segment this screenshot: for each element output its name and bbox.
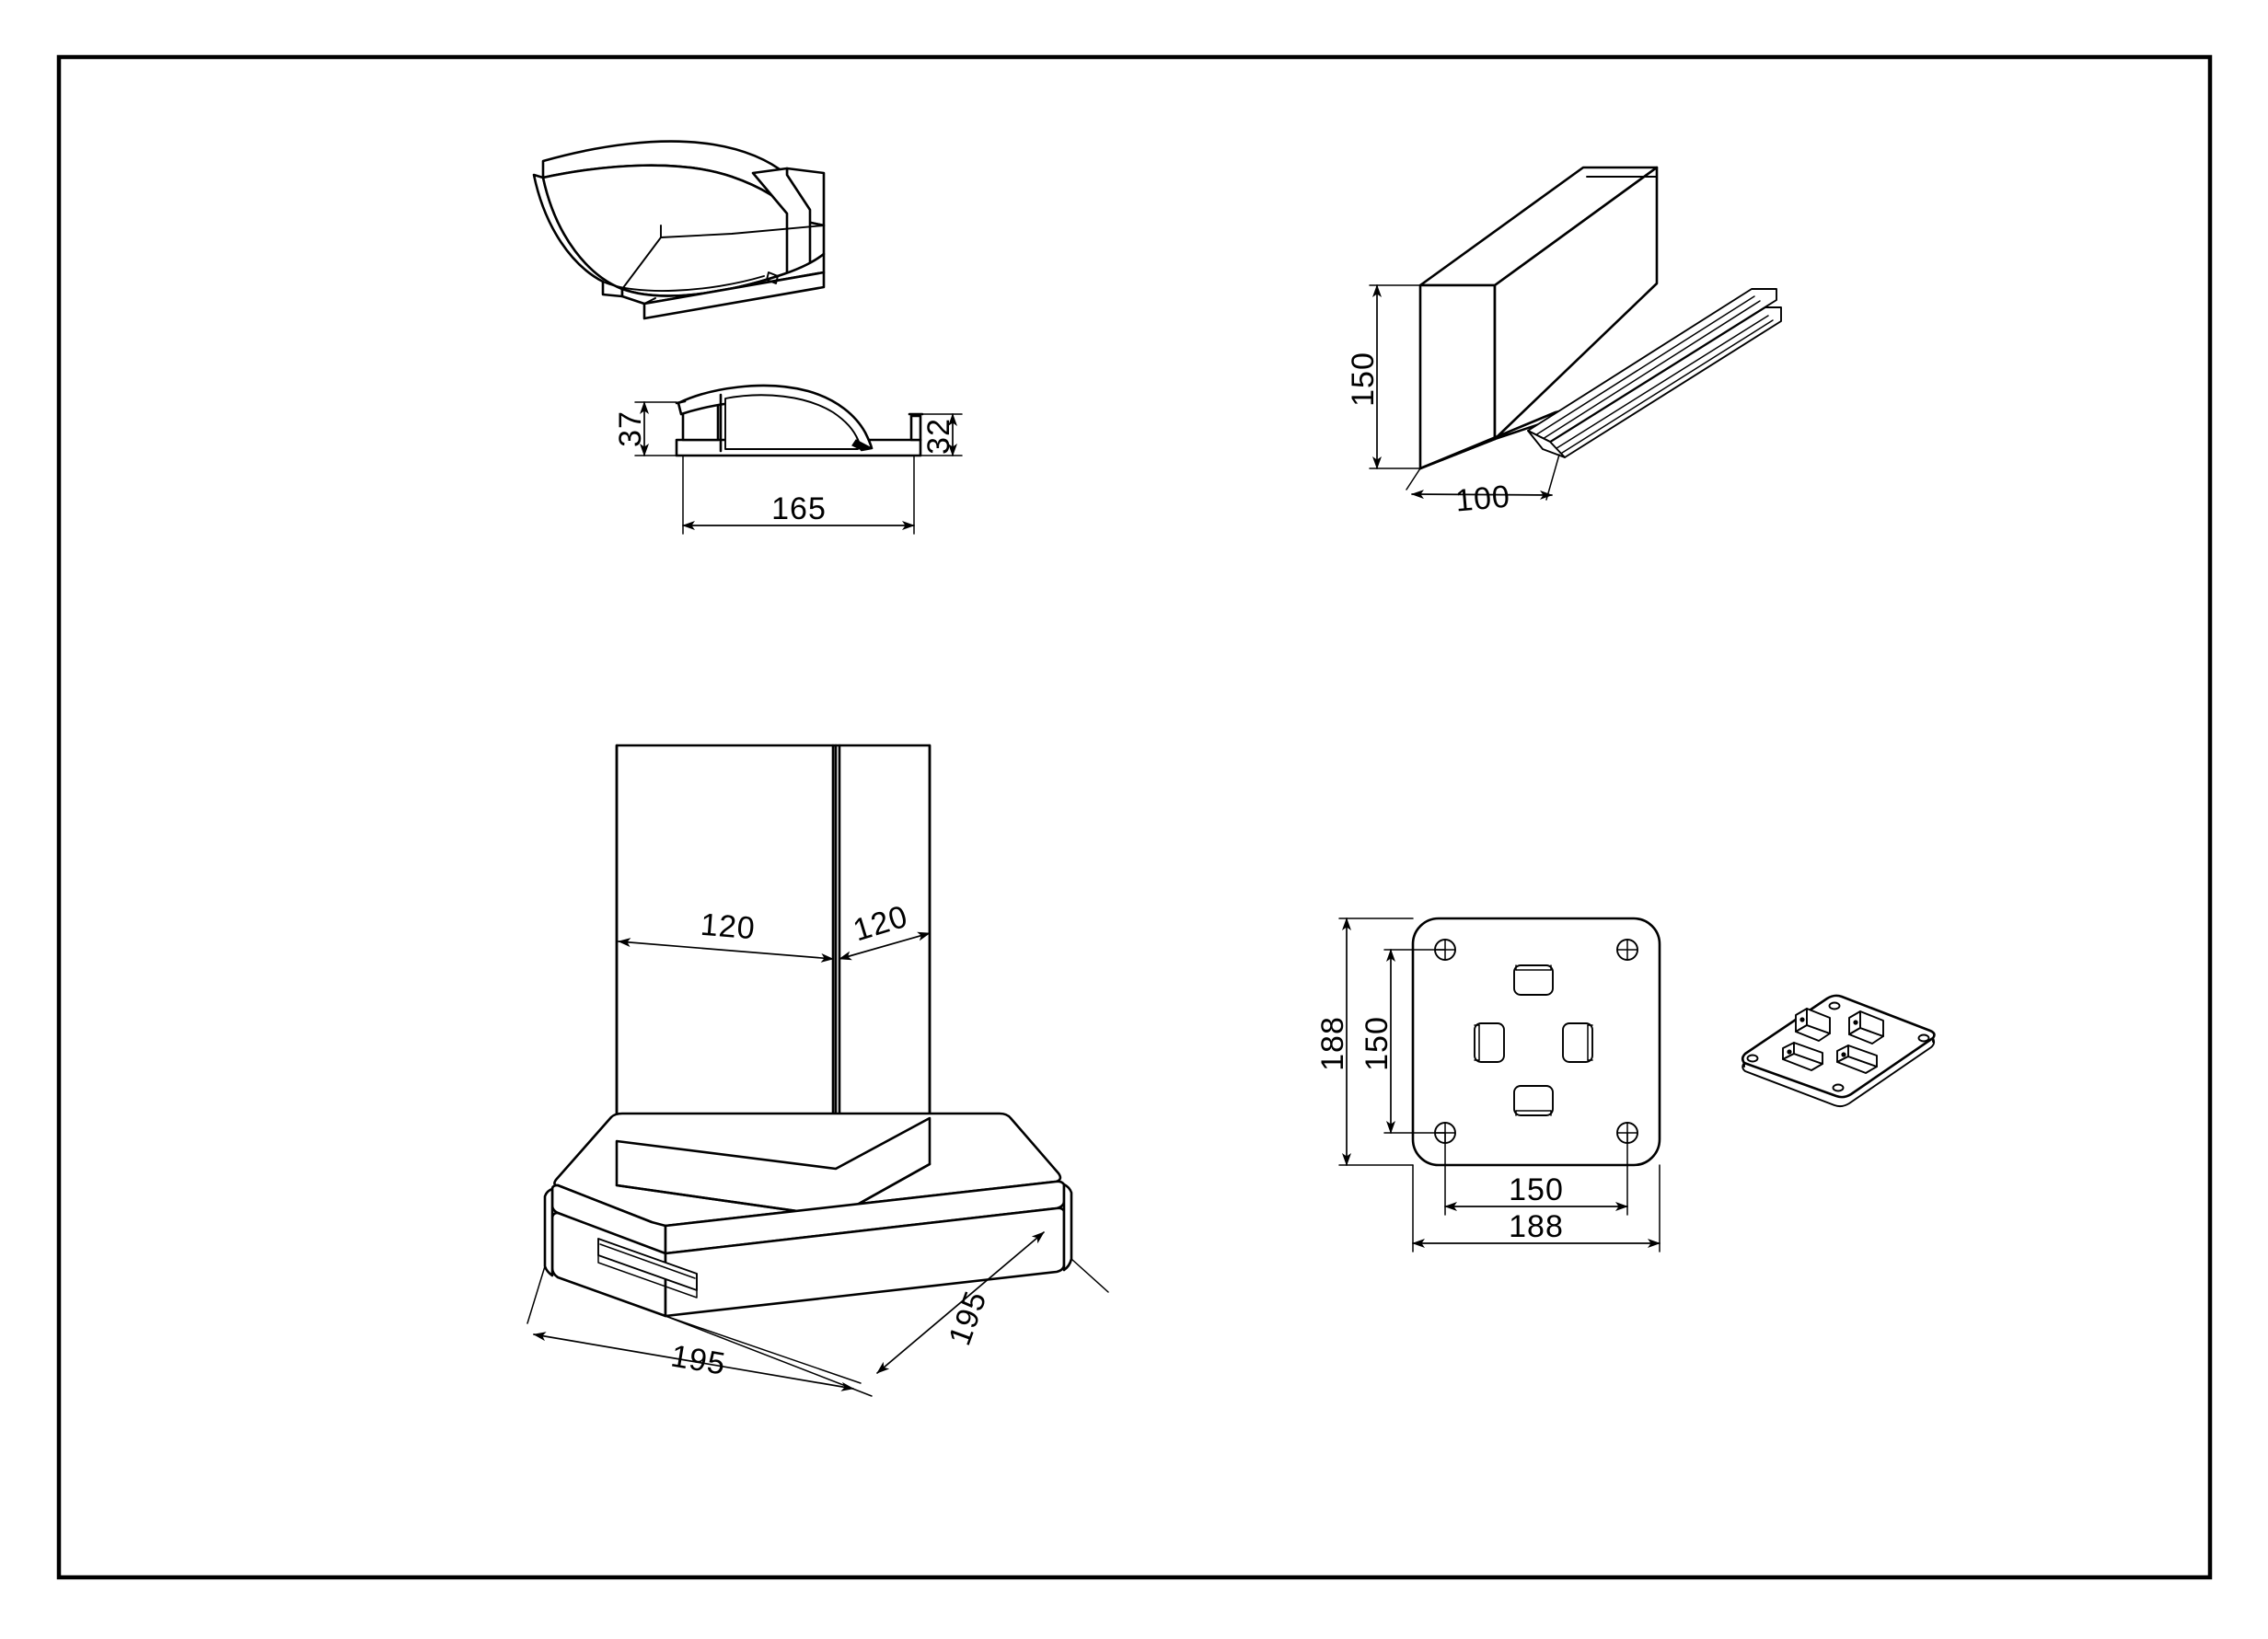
dimension-32: 32 xyxy=(920,413,963,456)
iso-tab-front-right xyxy=(1836,1045,1878,1074)
dimension-188-horizontal: 188 xyxy=(1412,1164,1660,1252)
dimension-label-120-left: 120 xyxy=(700,907,758,947)
dimension-150-horizontal: 150 xyxy=(1444,1132,1628,1216)
dimension-165: 165 xyxy=(682,455,915,535)
iso-hole-right xyxy=(1917,1033,1930,1043)
dimension-label-188-vertical: 188 xyxy=(1315,1016,1350,1071)
dimension-label-195-front: 195 xyxy=(668,1338,728,1381)
center-slot-left xyxy=(1474,1022,1505,1063)
dimension-label-150-vertical: 150 xyxy=(1360,1016,1394,1071)
iso-tab-front-left xyxy=(1782,1042,1823,1071)
dimension-120-left: 120 xyxy=(618,907,834,963)
view-rectangular-tube-isometric: 150 100 xyxy=(1346,166,1782,519)
iso-hole-left xyxy=(1746,1054,1759,1063)
view-base-plate-isometric xyxy=(1741,994,1936,1108)
dimension-100: 100 xyxy=(1406,454,1560,519)
dimension-150-height: 150 xyxy=(1346,284,1421,469)
view-base-plate-plan: 188 150 150 188 xyxy=(1315,917,1661,1252)
dimension-label-188-horizontal: 188 xyxy=(1509,1209,1564,1244)
dimension-label-195-side: 195 xyxy=(943,1287,994,1350)
iso-hole-top xyxy=(1828,1001,1841,1010)
view-cap-cross-section: 37 32 165 xyxy=(613,384,963,535)
dimension-label-150-horizontal: 150 xyxy=(1509,1172,1564,1207)
center-slot-bottom xyxy=(1513,1085,1554,1116)
center-slot-top xyxy=(1513,964,1554,996)
iso-tab-back-right xyxy=(1848,1010,1884,1045)
iso-hole-bottom xyxy=(1832,1083,1845,1092)
corner-hole-top-right xyxy=(1616,939,1638,961)
base-plate-outline xyxy=(1411,917,1661,1167)
center-slot-right xyxy=(1562,1022,1593,1063)
dimension-label-165: 165 xyxy=(771,491,827,526)
view-column-base-isometric: 120 120 195 195 xyxy=(526,744,1109,1397)
view-curved-cap-isometric xyxy=(532,140,826,320)
dimension-150-vertical: 150 xyxy=(1360,949,1446,1134)
dimension-label-32: 32 xyxy=(921,418,956,455)
drawing-frame xyxy=(56,54,2213,1580)
iso-tab-back-left xyxy=(1795,1008,1831,1042)
dimension-label-100: 100 xyxy=(1454,479,1512,519)
dimension-label-37: 37 xyxy=(613,410,648,447)
dimension-label-150-height: 150 xyxy=(1346,352,1381,407)
dimension-37: 37 xyxy=(613,401,677,456)
dimension-188-vertical: 188 xyxy=(1315,918,1414,1166)
